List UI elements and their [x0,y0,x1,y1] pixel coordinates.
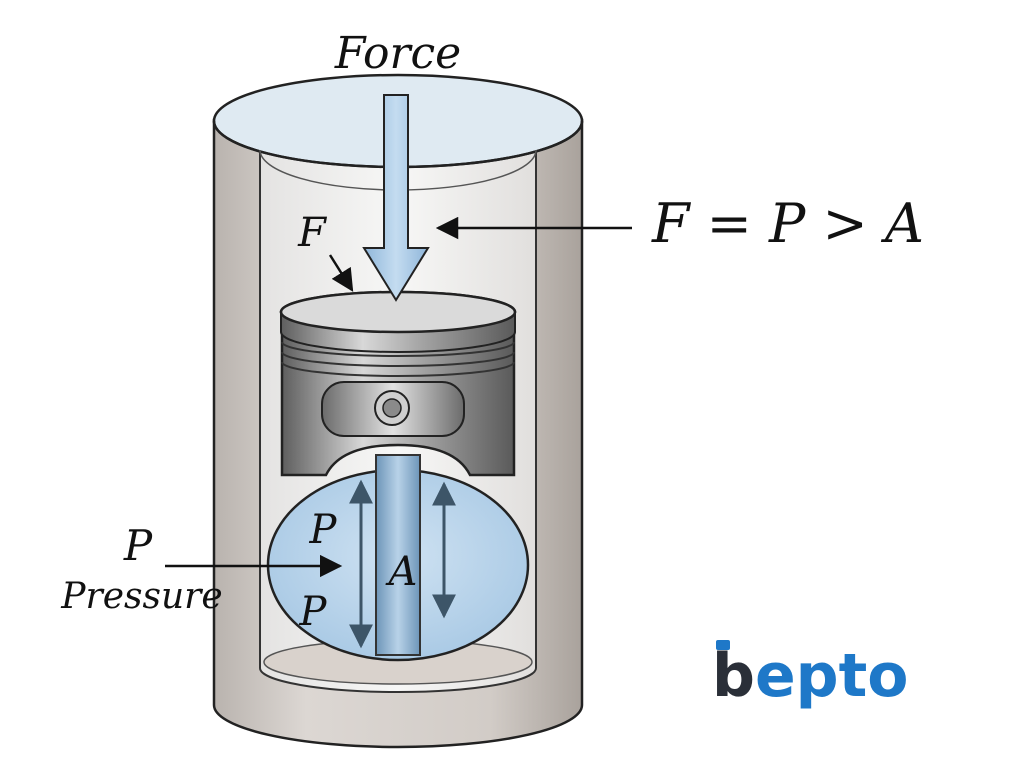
pressure-p-label: P [123,521,153,570]
piston [279,290,517,477]
force-down-arrow-icon [362,94,430,302]
formula-label: F = P > A [651,192,924,255]
lower-p-label: P [299,589,328,635]
pressure-label: Pressure [60,576,222,617]
upper-p-label: P [309,507,338,553]
f-label: F [297,210,327,256]
f-pointer-arrow-icon [328,254,354,292]
force-label: Force [334,28,461,79]
area-a-label: A [385,549,418,595]
logo-rest-letters: epto [755,641,909,711]
bepto-logo: bepto [712,640,909,711]
logo-accent-bar [716,640,730,650]
logo-first-letter: b [712,641,755,711]
piston-rod [375,454,421,656]
logo-text: bepto [712,641,909,711]
